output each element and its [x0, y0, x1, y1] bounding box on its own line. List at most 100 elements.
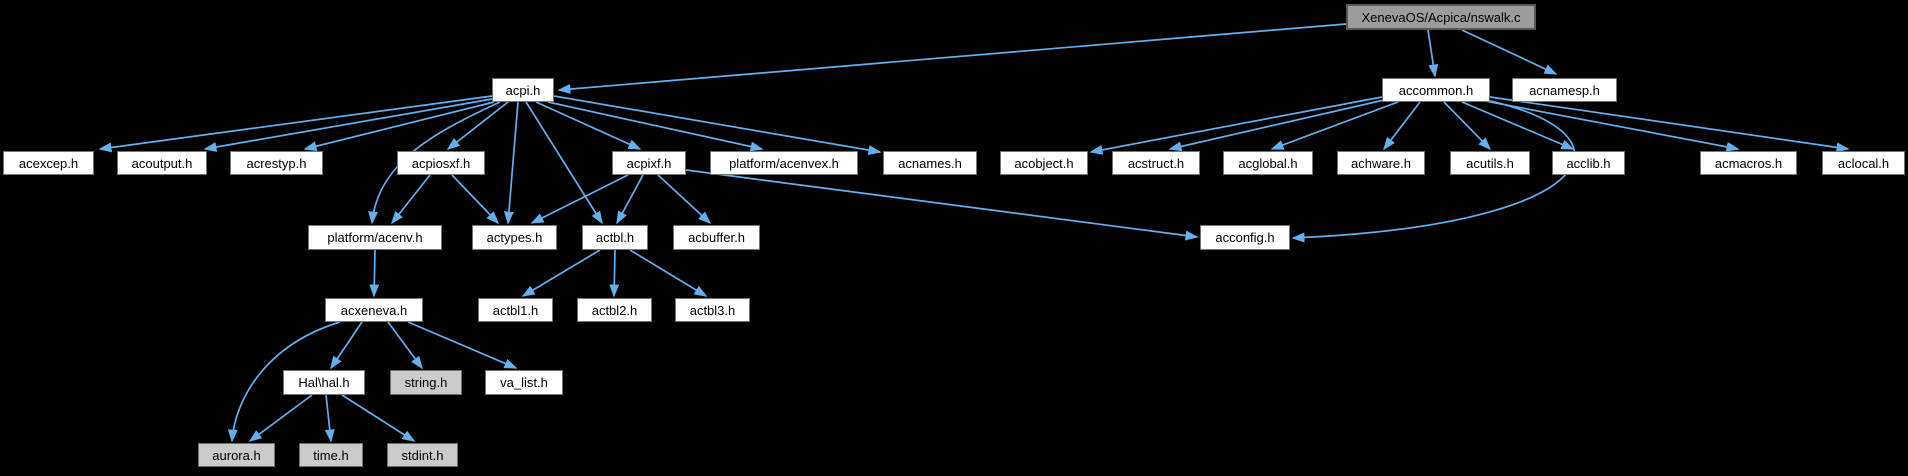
edge-accommon-acclib [1461, 101, 1575, 150]
node-timeh: time.h [299, 443, 363, 467]
node-label: acnamesp.h [1529, 82, 1600, 98]
edge-halhal-stdint [341, 394, 416, 442]
node-label: stdint.h [401, 447, 444, 463]
edge-actbl-actbl2 [609, 249, 620, 298]
edge-accommon-acobject [1089, 96, 1383, 155]
node-label: acxeneva.h [340, 302, 408, 318]
node-label: acobject.h [1014, 155, 1074, 171]
node-label: acpixf.h [626, 155, 672, 171]
node-label: actbl1.h [492, 302, 539, 318]
node-acconfig[interactable]: acconfig.h [1200, 225, 1290, 250]
node-label: acexcep.h [18, 155, 79, 171]
node-acbuffer[interactable]: acbuffer.h [673, 225, 760, 250]
edge-halhal-aurora [248, 394, 313, 442]
node-aclocal[interactable]: aclocal.h [1822, 151, 1905, 175]
edge-acxeneva-stringh [387, 321, 423, 370]
node-label: actypes.h [486, 230, 543, 245]
node-label: acglobal.h [1238, 155, 1298, 171]
node-acpixf[interactable]: acpixf.h [612, 151, 686, 175]
edge-accommon-acstruct [1168, 99, 1385, 152]
node-acexcep[interactable]: acexcep.h [3, 151, 94, 175]
edge-acpi-acpiosxf [446, 101, 509, 150]
edge-accommon-achware [1383, 101, 1421, 151]
node-label: va_list.h [500, 375, 548, 390]
node-label: acpiosxf.h [411, 155, 471, 171]
edge-actbl-actbl3 [629, 249, 708, 297]
node-label: actbl2.h [591, 302, 638, 318]
node-acpi[interactable]: acpi.h [492, 78, 554, 102]
node-label: acbuffer.h [688, 230, 745, 245]
node-label: achware.h [1351, 155, 1411, 171]
node-label: acconfig.h [1215, 230, 1275, 245]
node-label: acnames.h [898, 155, 962, 171]
node-acenv[interactable]: platform/acenv.h [308, 225, 442, 250]
node-label: acoutput.h [131, 155, 193, 171]
edge-accommon-acmacros [1479, 99, 1740, 152]
node-achware[interactable]: achware.h [1337, 151, 1425, 175]
node-actbl3[interactable]: actbl3.h [675, 298, 750, 322]
edge-acpiosxf-acenv [391, 174, 431, 225]
edge-acpiosxf-actypes [451, 174, 500, 225]
edge-acpi-acexcep [98, 95, 493, 153]
node-halhal[interactable]: Hal\hal.h [283, 370, 365, 395]
node-acoutput[interactable]: acoutput.h [117, 151, 207, 175]
node-valist[interactable]: va_list.h [485, 370, 563, 395]
edge-acpi-acrestyp [303, 101, 495, 152]
node-stdint: stdint.h [387, 443, 458, 467]
edge-acxeneva-halhal [330, 321, 363, 370]
node-aurora: aurora.h [198, 443, 275, 467]
node-label: accommon.h [1398, 82, 1474, 98]
node-label: XenevaOS/Acpica/nswalk.c [1361, 9, 1521, 25]
node-acenvex[interactable]: platform/acenvex.h [710, 151, 858, 175]
node-actypes[interactable]: actypes.h [472, 225, 557, 250]
node-acxeneva[interactable]: acxeneva.h [325, 298, 423, 322]
node-actbl2[interactable]: actbl2.h [577, 298, 652, 322]
node-label: acclib.h [1566, 155, 1611, 171]
edge-acpi-actbl [525, 101, 603, 225]
edge-nswalk-acnamesp [1461, 29, 1558, 75]
node-nswalk: XenevaOS/Acpica/nswalk.c [1346, 4, 1536, 30]
edge-acpi-acpixf [535, 101, 642, 150]
edge-nswalk-acpi [557, 23, 1347, 95]
node-label: string.h [404, 375, 448, 390]
node-label: time.h [313, 447, 349, 463]
edge-acpixf-actbl [616, 174, 644, 225]
edge-acpi-actypes [503, 101, 519, 225]
node-acmacros[interactable]: acmacros.h [1700, 151, 1797, 175]
node-acnames[interactable]: acnames.h [883, 151, 977, 175]
edge-acxeneva-valist [407, 321, 518, 369]
node-acobject[interactable]: acobject.h [1000, 151, 1088, 175]
edge-acpixf-acbuffer [657, 174, 712, 225]
node-stringh: string.h [390, 370, 462, 395]
node-label: Hal\hal.h [298, 375, 350, 390]
edge-accommon-acutils [1443, 101, 1492, 151]
edge-acpi-acenvex [547, 101, 764, 152]
node-acclib[interactable]: acclib.h [1552, 151, 1625, 175]
node-accommon[interactable]: accommon.h [1382, 78, 1490, 102]
edge-acpixf-actypes [530, 174, 629, 224]
node-label: platform/acenv.h [327, 230, 423, 245]
node-actbl1[interactable]: actbl1.h [478, 298, 553, 322]
node-actbl[interactable]: actbl.h [582, 225, 648, 250]
node-acutils[interactable]: acutils.h [1450, 151, 1530, 175]
edge-nswalk-accommon [1427, 29, 1439, 78]
node-acglobal[interactable]: acglobal.h [1223, 151, 1313, 175]
node-label: acmacros.h [1714, 155, 1783, 171]
node-label: platform/acenvex.h [729, 155, 839, 171]
edge-acpi-acoutput [203, 98, 493, 152]
node-label: acutils.h [1466, 155, 1514, 171]
edge-accommon-acconfig [1291, 100, 1576, 243]
node-label: actbl.h [595, 230, 635, 245]
node-label: acpi.h [505, 82, 541, 98]
edge-halhal-timeh [324, 394, 335, 443]
node-label: aurora.h [212, 447, 261, 463]
node-acnamesp[interactable]: acnamesp.h [1512, 78, 1617, 102]
edge-actbl-actbl1 [521, 249, 601, 297]
node-label: aclocal.h [1837, 155, 1890, 171]
node-label: acrestyp.h [246, 155, 307, 171]
node-acrestyp[interactable]: acrestyp.h [230, 151, 323, 175]
edge-acenv-acxeneva [369, 249, 380, 298]
node-acstruct[interactable]: acstruct.h [1112, 151, 1200, 175]
node-acpiosxf[interactable]: acpiosxf.h [397, 151, 485, 175]
